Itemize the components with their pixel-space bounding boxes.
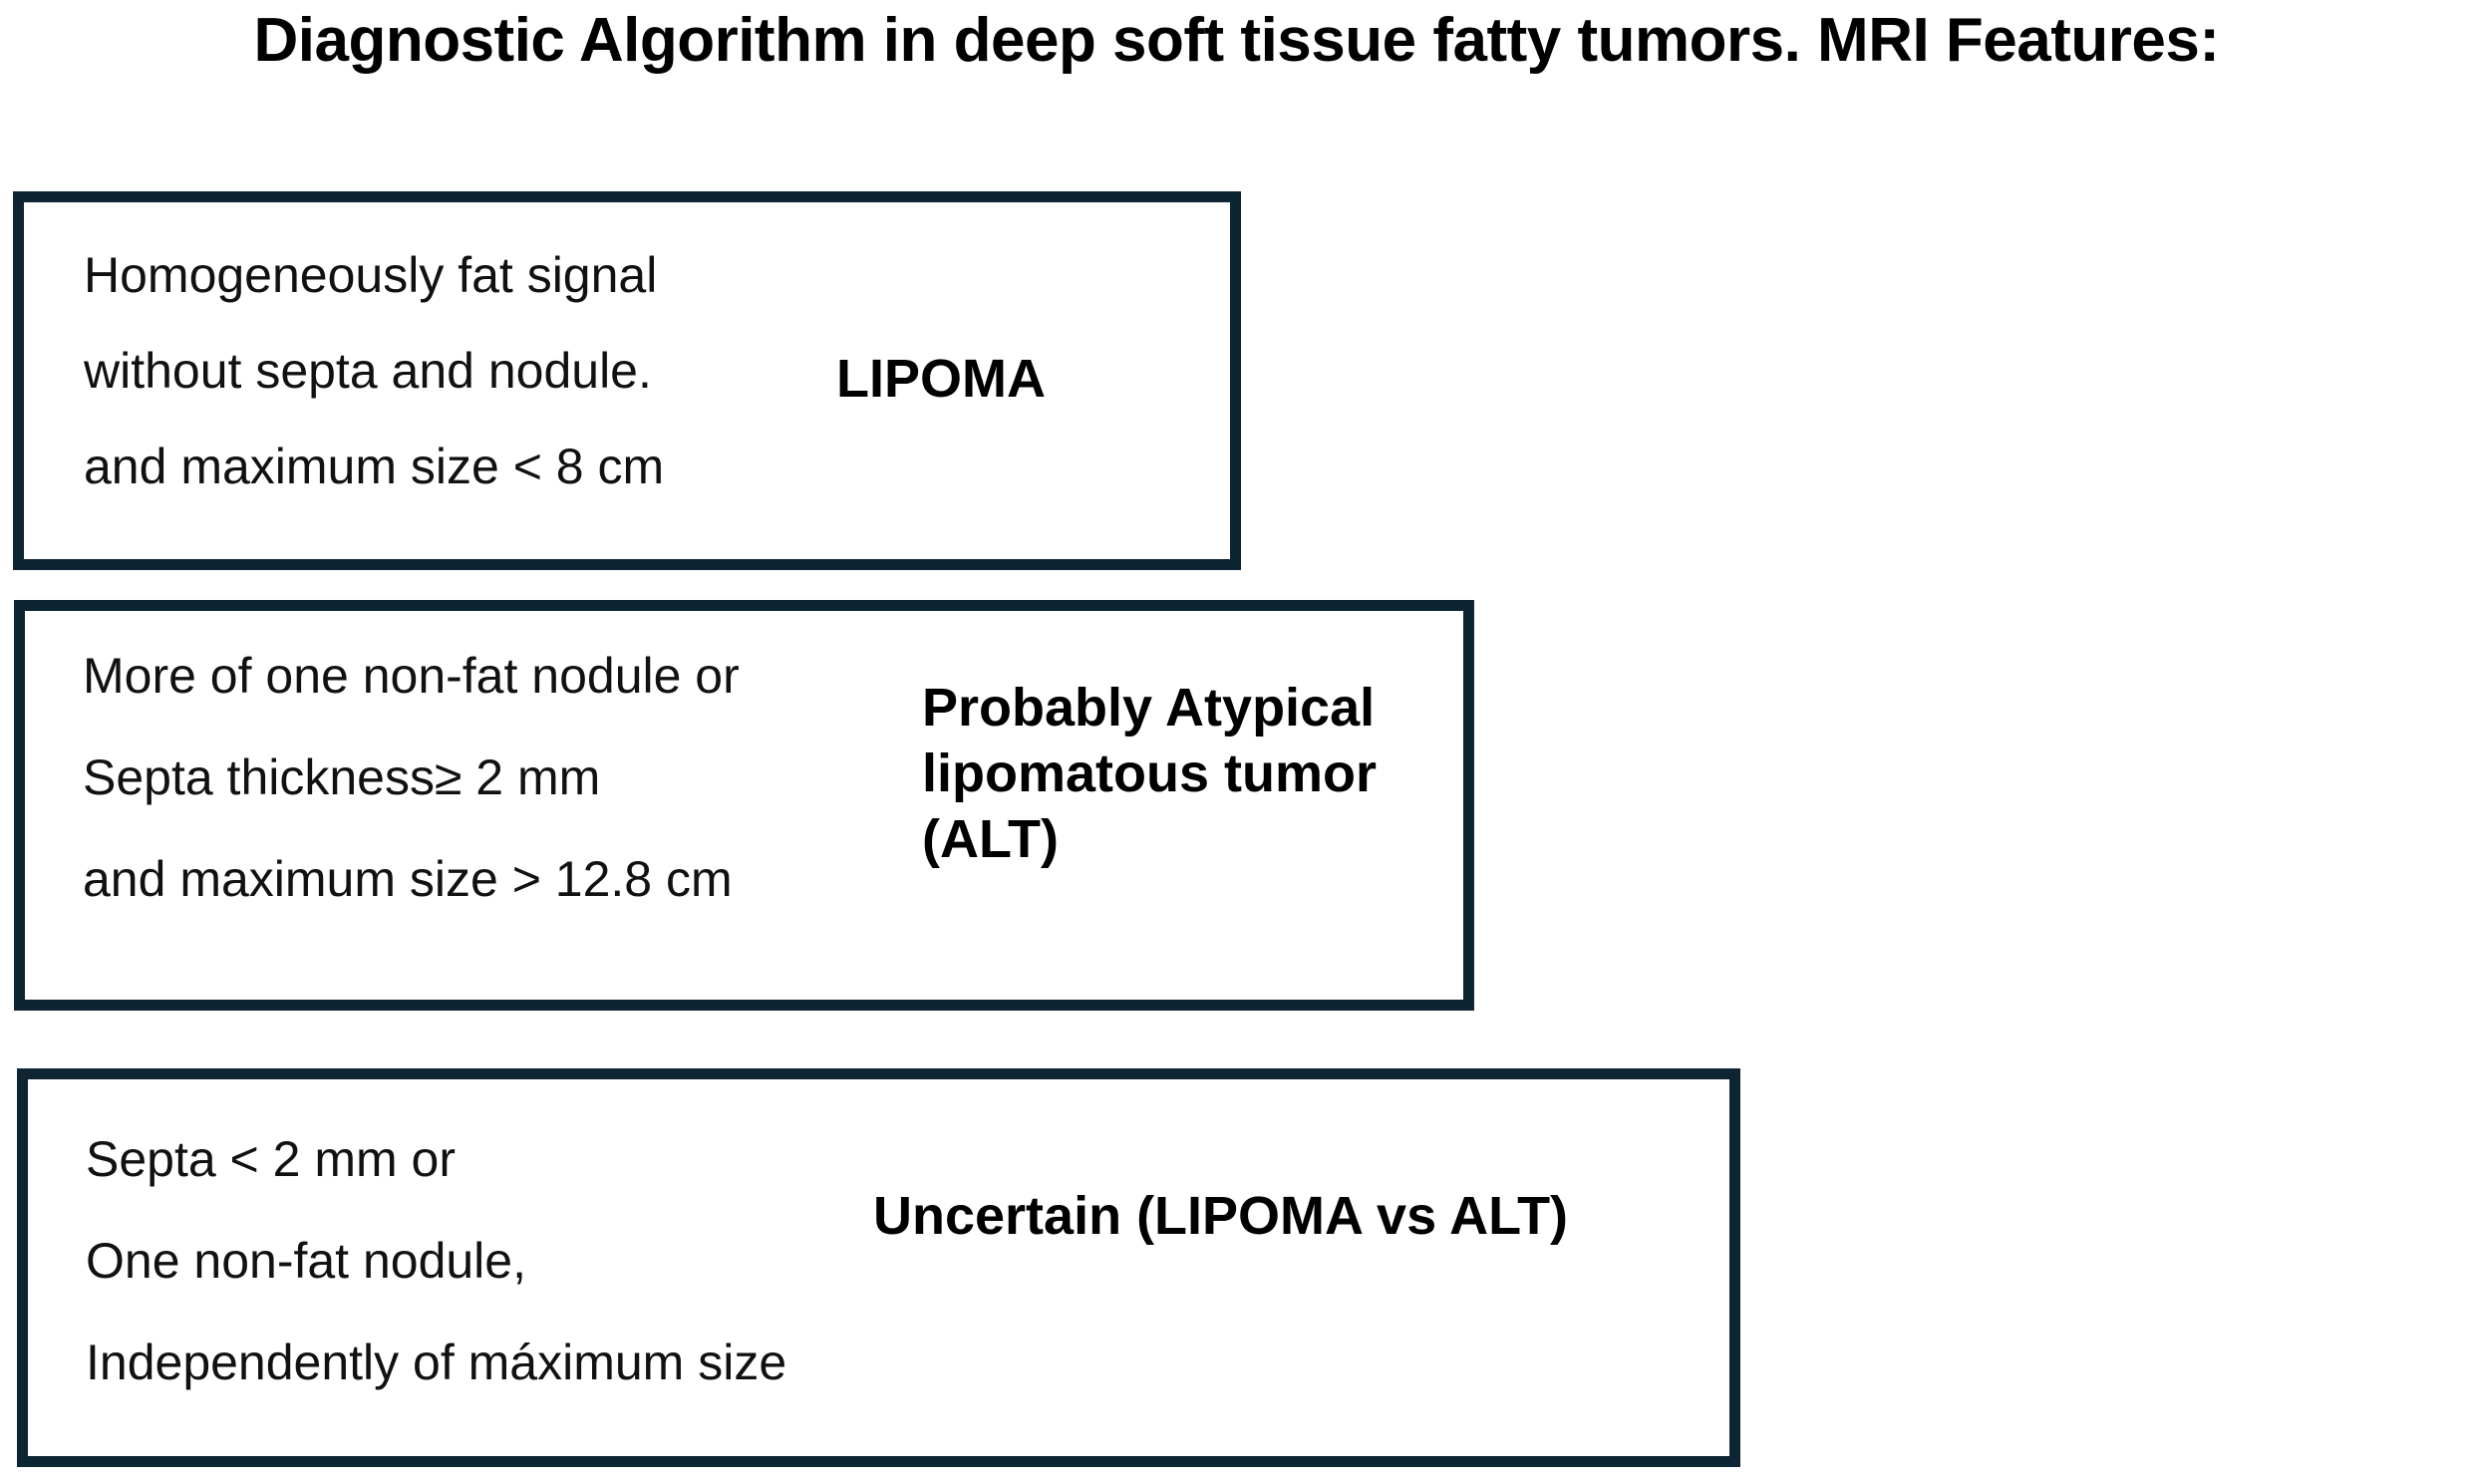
- criteria-line: without septa and nodule.: [84, 343, 652, 399]
- diagnosis-label-lipoma: LIPOMA: [836, 347, 1046, 413]
- diagnosis-label-alt: Probably Atypical lipomatous tumor (ALT): [922, 676, 1377, 873]
- diagnosis-line: LIPOMA: [836, 349, 1046, 409]
- criteria-line: and maximum size < 8 cm: [84, 439, 665, 494]
- criteria-list-alt: More of one non-fat nodule or Septa thic…: [83, 651, 740, 956]
- criteria-list-uncertain: Septa < 2 mm or One non-fat nodule, Inde…: [86, 1134, 786, 1439]
- criteria-line: One non-fat nodule,: [86, 1233, 526, 1289]
- diagnosis-label-uncertain: Uncertain (LIPOMA vs ALT): [873, 1184, 1568, 1250]
- criteria-box-lipoma: Homogeneously fat signal without septa a…: [13, 191, 1241, 570]
- criteria-line: Septa < 2 mm or: [86, 1131, 456, 1187]
- diagnosis-line: lipomatous tumor: [922, 742, 1377, 803]
- criteria-list-lipoma: Homogeneously fat signal without septa a…: [84, 250, 664, 537]
- criteria-line: Septa thickness≥ 2 mm: [83, 749, 601, 805]
- criteria-box-alt: More of one non-fat nodule or Septa thic…: [14, 600, 1474, 1011]
- diagnosis-line: Uncertain (LIPOMA vs ALT): [873, 1186, 1569, 1246]
- diagnosis-line: (ALT): [922, 808, 1059, 869]
- criteria-box-uncertain: Septa < 2 mm or One non-fat nodule, Inde…: [17, 1068, 1740, 1467]
- criteria-line: Homogeneously fat signal: [84, 247, 658, 303]
- criteria-line: Independently of máximum size: [86, 1335, 787, 1390]
- figure-title: Diagnostic Algorithm in deep soft tissue…: [253, 6, 2220, 75]
- criteria-line: and maximum size > 12.8 cm: [83, 851, 733, 907]
- diagnosis-line: Probably Atypical: [922, 678, 1376, 738]
- criteria-line: More of one non-fat nodule or: [83, 648, 740, 704]
